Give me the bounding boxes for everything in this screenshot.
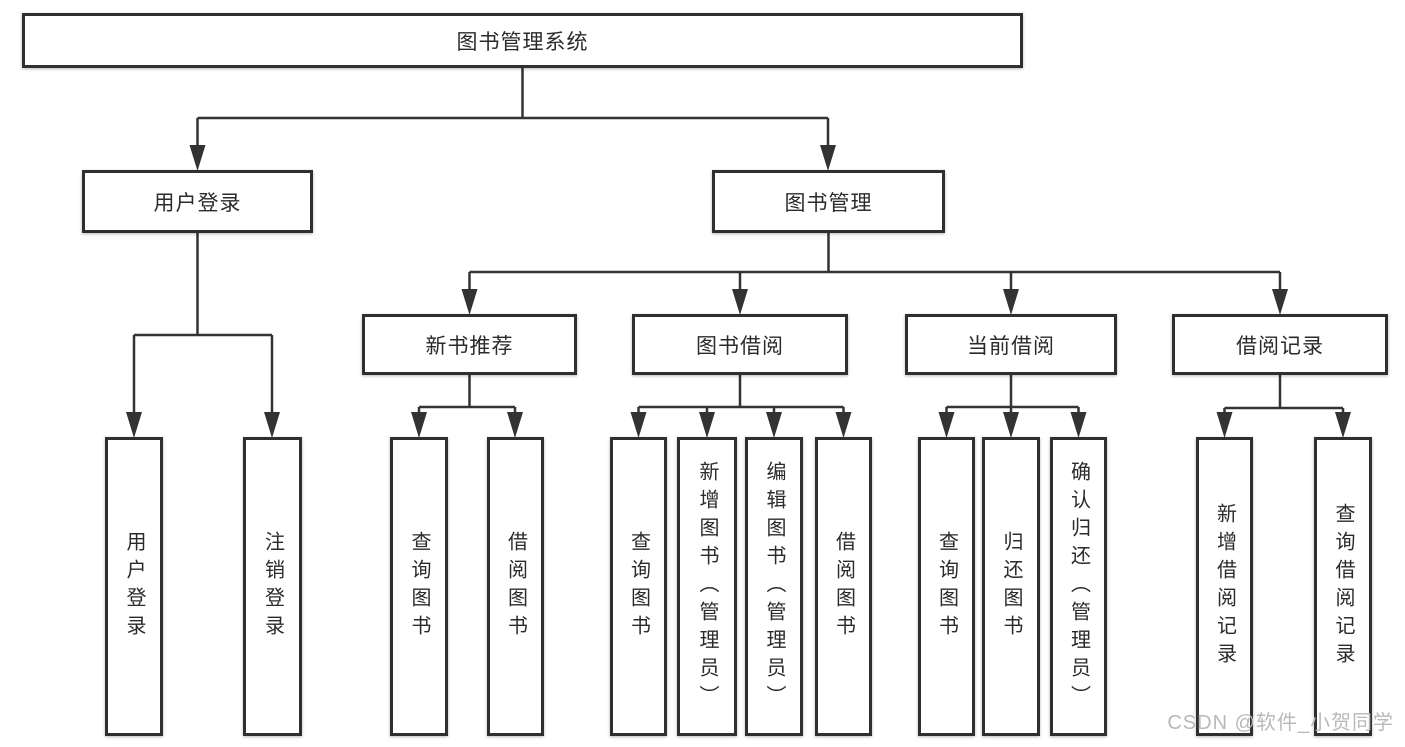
node-new-book-recommend: 新书推荐 [362, 314, 577, 375]
leaf-borrow-books-recommend: 借阅图书 [487, 437, 544, 736]
csdn-watermark: CSDN @软件_小贺同学 [1167, 712, 1394, 734]
leaf-add-borrow-record: 新增借阅记录 [1196, 437, 1253, 736]
node-root-label: 图书管理系统 [456, 30, 589, 54]
leaf-logout: 注销登录 [243, 437, 302, 736]
leaf-query-books-current: 查询图书 [918, 437, 975, 736]
leaf-logout-label: 注销登录 [261, 530, 284, 643]
leaf-add-borrow-record-label: 新增借阅记录 [1213, 502, 1236, 671]
node-current-borrowing-label: 当前借阅 [967, 334, 1055, 358]
leaf-return-books-label: 归还图书 [1000, 530, 1022, 643]
leaf-query-books-recommend: 查询图书 [390, 437, 448, 736]
leaf-user-login: 用户登录 [105, 437, 163, 736]
leaf-add-books-admin-label: 新增图书（管理员） [696, 460, 718, 713]
leaf-confirm-return-admin: 确认归还（管理员） [1050, 437, 1107, 736]
leaf-query-books-current-label: 查询图书 [935, 530, 958, 643]
node-current-borrowing: 当前借阅 [905, 314, 1117, 375]
leaf-query-books-borrowing-label: 查询图书 [627, 530, 650, 643]
leaf-query-books-borrowing: 查询图书 [610, 437, 667, 736]
node-borrowing-records-label: 借阅记录 [1236, 334, 1324, 358]
node-book-management: 图书管理 [712, 170, 945, 233]
leaf-borrow-books-borrowing-label: 借阅图书 [832, 530, 855, 643]
leaf-confirm-return-admin-label: 确认归还（管理员） [1067, 460, 1090, 713]
leaf-return-books: 归还图书 [982, 437, 1040, 736]
leaf-add-books-admin: 新增图书（管理员） [677, 437, 737, 736]
node-user-login-label: 用户登录 [153, 191, 242, 215]
arrowheads [126, 145, 1351, 438]
leaf-query-books-recommend-label: 查询图书 [408, 530, 430, 643]
node-borrowing-records: 借阅记录 [1172, 314, 1388, 375]
node-root: 图书管理系统 [22, 13, 1023, 68]
leaf-edit-books-admin: 编辑图书（管理员） [745, 437, 803, 736]
leaf-query-borrow-record: 查询借阅记录 [1314, 437, 1372, 736]
node-new-book-recommend-label: 新书推荐 [425, 334, 514, 358]
node-book-management-label: 图书管理 [784, 191, 873, 215]
leaf-borrow-books-recommend-label: 借阅图书 [504, 530, 527, 643]
node-book-borrowing-label: 图书借阅 [696, 334, 784, 358]
leaf-borrow-books-borrowing: 借阅图书 [815, 437, 872, 736]
node-book-borrowing: 图书借阅 [632, 314, 848, 375]
leaf-user-login-label: 用户登录 [123, 530, 145, 643]
leaf-query-borrow-record-label: 查询借阅记录 [1332, 502, 1354, 671]
leaf-edit-books-admin-label: 编辑图书（管理员） [763, 460, 785, 713]
node-user-login: 用户登录 [82, 170, 313, 233]
